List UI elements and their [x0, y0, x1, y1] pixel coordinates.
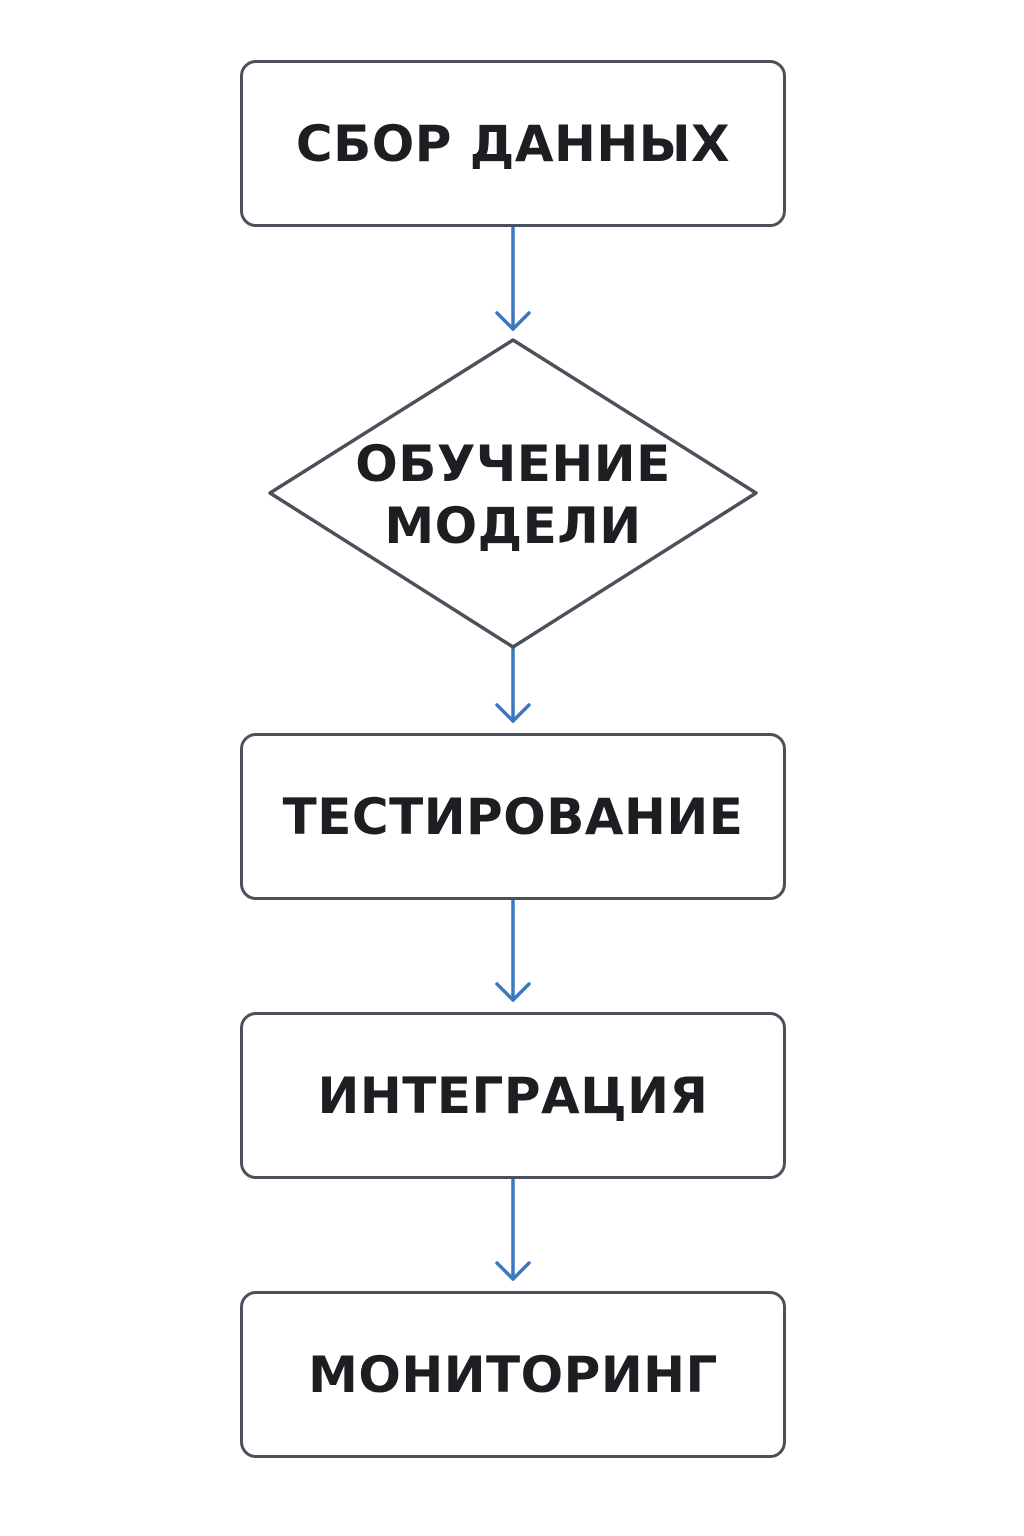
node-data-collection-label: СБОР ДАННЫХ: [295, 114, 731, 173]
node-model-training-label-line1: ОБУЧЕНИЕ: [355, 435, 671, 493]
node-testing-label: ТЕСТИРОВАНИЕ: [282, 787, 744, 846]
node-model-training: ОБУЧЕНИЕ МОДЕЛИ: [312, 430, 714, 560]
node-model-training-label-line2: МОДЕЛИ: [384, 497, 642, 555]
node-data-collection: СБОР ДАННЫХ: [240, 60, 786, 227]
node-integration-label: ИНТЕГРАЦИЯ: [317, 1066, 709, 1125]
node-monitoring-label: МОНИТОРИНГ: [308, 1345, 718, 1404]
node-integration: ИНТЕГРАЦИЯ: [240, 1012, 786, 1179]
node-testing: ТЕСТИРОВАНИЕ: [240, 733, 786, 900]
node-monitoring: МОНИТОРИНГ: [240, 1291, 786, 1458]
